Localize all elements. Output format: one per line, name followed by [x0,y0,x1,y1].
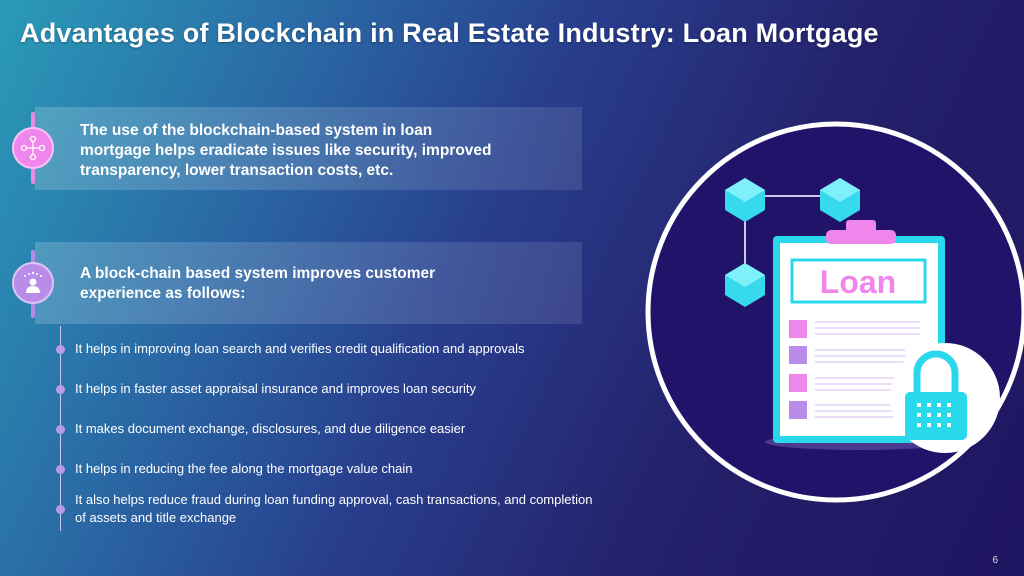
info-box-customer: A block-chain based system improves cust… [35,242,582,324]
info-text: The use of the blockchain-based system i… [80,122,492,179]
blockchain-icon [725,178,860,307]
list-item: It helps in improving loan search and ve… [75,341,525,356]
loan-label: Loan [820,264,896,300]
info-text: A block-chain based system improves cust… [80,265,436,302]
list-item: It helps in faster asset appraisal insur… [75,381,477,396]
page-number: 6 [992,555,998,566]
lock-icon [890,343,1000,453]
list-item: It helps in reducing the fee along the m… [75,461,413,476]
bullet-dot [56,505,65,514]
bullet-dot [56,345,65,354]
bullet-dot [56,385,65,394]
bullet-dot [56,465,65,474]
clipboard-icon: Loan [773,220,945,443]
bullet-dot [56,425,65,434]
slide-title: Advantages of Blockchain in Real Estate … [20,18,879,48]
network-icon [12,127,54,169]
list-item: It makes document exchange, disclosures,… [75,421,466,436]
list-item: It also helps reduce fraud during loan f… [75,492,593,525]
info-box-security: The use of the blockchain-based system i… [35,107,582,190]
customer-rating-icon [12,262,54,304]
